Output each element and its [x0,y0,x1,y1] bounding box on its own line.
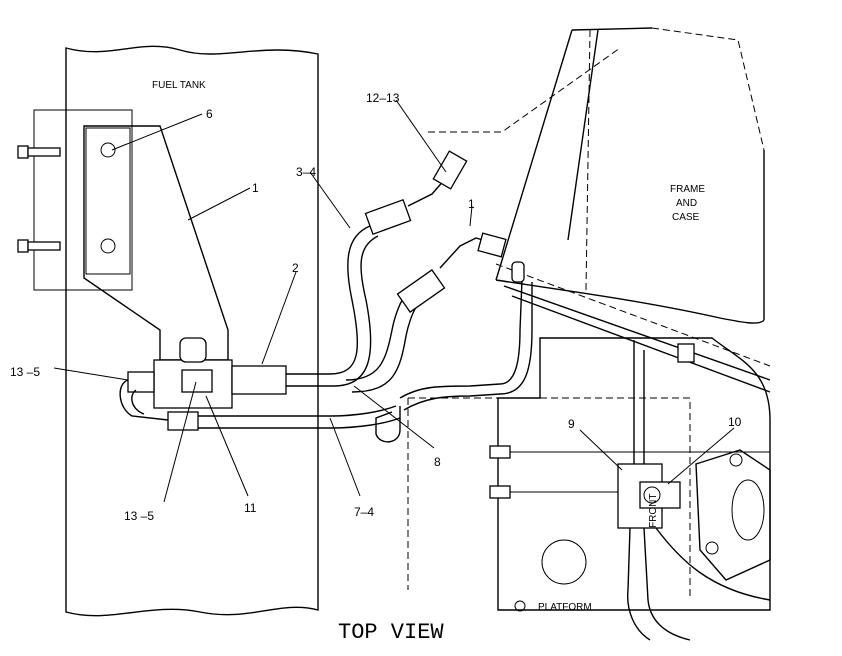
hose-3-4-inner [286,235,379,387]
frame-case-dashed [651,27,765,151]
bolt-left-upper [17,145,61,159]
leader-8 [353,385,435,449]
platform-bolt-2 [705,541,719,555]
valve-10-knob [639,481,681,509]
platform-dashed-rect [408,397,691,600]
frame-upper [428,47,621,133]
frame-clip [511,261,525,283]
mounting-plate [33,109,133,291]
fitting-12-13 [432,150,468,190]
frame-label-1: FRAME [670,184,705,195]
frame-rail-2 [511,295,771,393]
callout-1b: 1 [468,197,475,211]
hose-7-4 [198,405,397,417]
hose-7-4-inner [198,417,401,429]
elbow-left-inner [131,389,145,415]
valve-10-dial [643,486,661,504]
leader-13-5a [53,367,129,381]
callout-9: 9 [568,417,575,431]
fuel-tank-label: FUEL TANK [152,80,206,91]
valve-cap [179,337,207,363]
bolt-left-lower [17,239,61,253]
tube-down-3 [655,527,771,601]
view-title: TOP VIEW [338,620,444,645]
valve-fitting-11 [181,369,213,393]
fitting-lower [167,411,199,431]
frame-case-left2 [567,29,599,241]
callout-1a: 1 [252,181,259,195]
platform-bolt-1 [729,453,743,467]
callout-11: 11 [244,501,257,515]
frame-rail-dash [495,263,771,367]
front-label: FRONT [648,494,659,528]
tube-to-valve [633,340,645,464]
hose-3-4 [286,225,371,375]
elbow-left [119,379,169,421]
tube-down-1 [627,527,651,641]
hose-3-4-fitting [364,198,412,236]
frame-case-top [571,27,653,31]
bracket-inner [85,127,131,275]
leader-11 [205,395,249,497]
fuel-tank-outline [65,45,319,617]
rod-nut-lower [489,485,511,499]
rod-nut-upper [489,445,511,459]
bracket-1 [83,125,229,361]
leader-1b [469,205,473,227]
tube-down-2 [643,527,691,641]
callout-10: 10 [728,415,742,429]
leader-9 [579,429,623,471]
platform-label: PLATFORM [538,602,592,613]
callout-6: 6 [206,107,213,121]
bolt-6-lower [100,238,116,254]
leader-7-4 [329,417,361,497]
frame-rail-1 [503,285,771,381]
frame-case-bottom [495,279,765,324]
platform-plate [695,449,771,581]
frame-label-3: CASE [672,212,700,223]
leader-12-13 [395,99,447,173]
frame-case-left [495,29,573,281]
callout-8: 8 [434,455,441,469]
platform-oval [731,479,765,541]
callout-13-5b: 13 –5 [124,509,154,523]
tube-lower-right-inner [403,282,533,411]
leader-2 [261,271,297,365]
platform-hole [541,539,587,585]
fitting-left [127,371,155,393]
frame-case-dashed2 [585,29,591,291]
callout-2: 2 [292,261,299,275]
callout-13-5a: 13 –5 [10,365,40,379]
callout-12-13: 12–13 [366,91,400,105]
leader-1a [187,187,251,221]
tube-lower-right [399,279,523,399]
leader-10 [667,427,735,485]
platform-small-hole [514,600,526,612]
fitting-upper-right [477,232,507,258]
leader-6 [111,113,203,151]
leader-3-4 [309,171,351,229]
hose-middle-fitting [396,269,446,313]
platform-outline [497,337,771,611]
callout-7-4: 7–4 [354,505,374,519]
fitting-right-2 [231,365,287,395]
leader-13-5b [163,381,197,503]
bolt-6-upper [100,142,116,158]
frame-clamp [677,343,695,363]
hose-7-4-loop [375,406,401,443]
callout-3-4: 3–4 [296,165,316,179]
frame-label-2: AND [676,198,697,209]
